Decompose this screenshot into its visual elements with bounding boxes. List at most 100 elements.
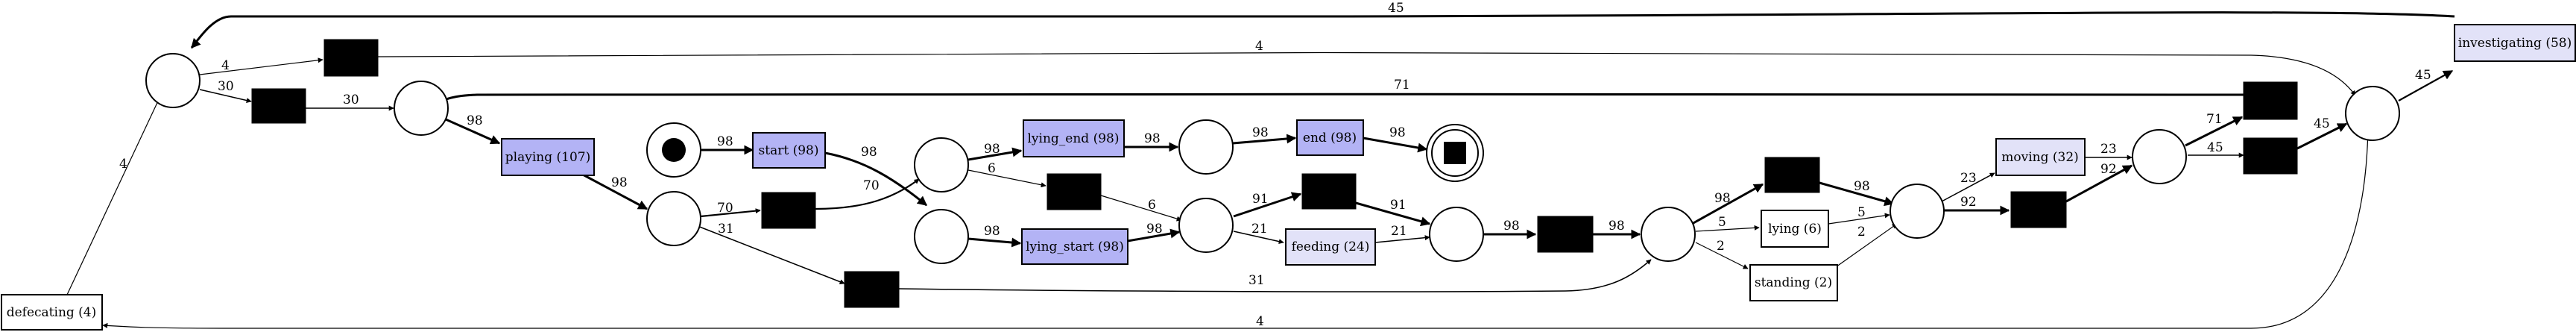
arc (1363, 137, 1428, 153)
transition-box (752, 132, 826, 169)
arc-label: 92 (2100, 162, 2117, 177)
transition-box (1995, 138, 2086, 176)
silent-transition (323, 39, 379, 77)
place (2345, 86, 2400, 141)
arc-label: 91 (1252, 192, 1269, 207)
arc-label: 98 (1609, 219, 1625, 234)
arc (1833, 223, 1898, 269)
arc-label: 98 (467, 113, 483, 128)
arc (1233, 192, 1302, 218)
place (1178, 119, 1234, 175)
transition-investigating: investigating (58) (2454, 24, 2576, 62)
place (2132, 129, 2187, 184)
silent-transition (1046, 173, 1102, 210)
transition-moving: moving (32) (1995, 138, 2086, 176)
arc-label: 91 (1390, 198, 1407, 213)
arc-label: 4 (221, 58, 230, 73)
arc (2065, 164, 2133, 203)
silent-transition (844, 271, 900, 308)
arc (199, 57, 323, 75)
place (914, 137, 969, 192)
arc (2296, 122, 2348, 150)
arc-investigating-to-place (190, 11, 2455, 48)
arc (1695, 225, 1760, 232)
transition-label: lying_start (98) (1026, 239, 1124, 254)
transition-label: end (98) (1303, 131, 1357, 145)
transition-label: moving (32) (2001, 150, 2079, 165)
transition-feeding: feeding (24) (1285, 228, 1376, 266)
arc-label: 98 (1144, 131, 1161, 146)
arc (102, 126, 2369, 329)
silent-transition (2243, 81, 2298, 120)
silent-transition (1537, 216, 1594, 253)
arcs: 45 4 4 30 30 71 98 98 98 98 70 70 (66, 1, 2455, 329)
arc-label: 4 (119, 157, 127, 172)
transition-box (1749, 264, 1838, 301)
arc-label: 30 (343, 93, 359, 107)
arc-label: 30 (218, 79, 234, 94)
arc (581, 172, 648, 210)
silent-transition (761, 192, 816, 229)
arc-label: 45 (2314, 116, 2330, 131)
arc (1374, 235, 1430, 243)
arc-label: 98 (717, 134, 733, 149)
arc (2398, 70, 2454, 101)
arc (1232, 134, 1297, 145)
transition-box (1296, 119, 1364, 156)
transition-box (501, 138, 595, 176)
arc-label: 98 (984, 142, 1000, 157)
arc (66, 94, 162, 295)
arc-label: 6 (988, 161, 996, 176)
arc-label: 2 (1857, 225, 1866, 239)
transition-box (2454, 24, 2576, 62)
arc (377, 51, 2356, 96)
silent-transition (251, 88, 306, 124)
transition-standing: standing (2) (1749, 264, 1838, 301)
arc-label: 98 (1146, 222, 1163, 237)
silent-transition (2243, 137, 2298, 175)
transition-label: start (98) (759, 143, 819, 158)
arc (898, 259, 1652, 292)
arc-label: 70 (717, 201, 733, 216)
arc-label: 45 (1388, 1, 1404, 16)
arc-label: 98 (1714, 191, 1731, 206)
silent-transition (2010, 191, 2067, 228)
arc-label: 31 (1248, 273, 1265, 288)
arc-label: 23 (2100, 142, 2117, 157)
transition-playing: playing (107) (501, 138, 595, 176)
place (1178, 198, 1234, 253)
arc-label: 2 (1717, 239, 1725, 254)
arc (1100, 195, 1182, 222)
arc-label: 98 (611, 175, 628, 190)
arc (1695, 242, 1749, 269)
arc-label: 5 (1857, 205, 1866, 220)
places (145, 53, 2400, 264)
arc-label: 70 (863, 178, 880, 193)
arc (199, 89, 252, 103)
transition-label: defecating (4) (7, 305, 97, 320)
arc (967, 147, 1023, 161)
arc-label: 98 (1389, 125, 1406, 140)
transition-label: investigating (58) (2458, 36, 2572, 51)
arc-label: 98 (1854, 179, 1870, 194)
transition-start: start (98) (752, 132, 826, 169)
transition-lying-start: lying_start (98) (1021, 228, 1128, 265)
transition-lying-end: lying_end (98) (1023, 119, 1125, 157)
silent-transition (1764, 157, 1820, 193)
arc-label: 71 (2206, 112, 2223, 127)
arc-label: 4 (1256, 314, 1264, 329)
transition-end: end (98) (1296, 119, 1364, 156)
transition-box (1021, 228, 1128, 265)
arc-label: 21 (1391, 224, 1407, 239)
arc (1941, 172, 1995, 202)
source-token (662, 138, 686, 162)
arc-label: 98 (1503, 219, 1520, 234)
transition-label: lying_end (98) (1027, 131, 1119, 146)
arc-label: 4 (1255, 39, 1263, 54)
arc (1691, 183, 1764, 225)
place (914, 209, 969, 264)
arc-label: 45 (2207, 140, 2223, 155)
silent-transitions (251, 39, 2298, 308)
labeled-transitions: investigating (58) playing (107) start (… (1, 24, 2576, 331)
